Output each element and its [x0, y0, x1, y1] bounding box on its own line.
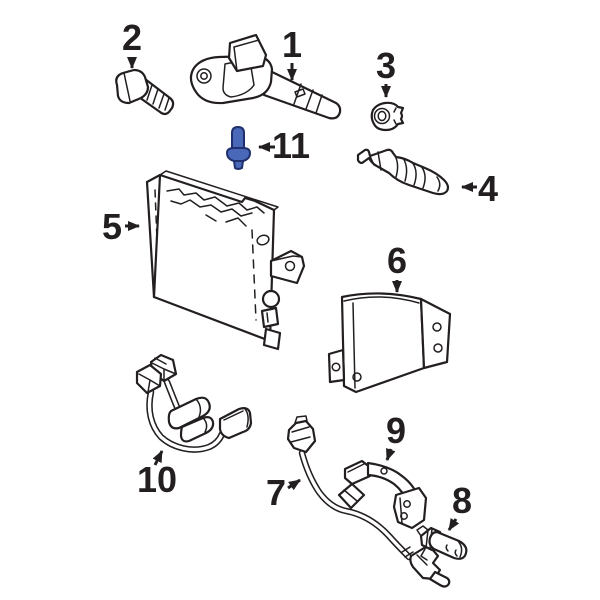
callout-6-label: 6 [387, 240, 407, 281]
callout-5-label: 5 [102, 206, 122, 247]
callout-10-label: 10 [137, 459, 177, 500]
callout-6[interactable]: 6 [387, 240, 407, 293]
part-9-bracket-strap[interactable] [343, 459, 428, 530]
callout-8[interactable]: 8 [447, 480, 472, 531]
callout-8-arrow [447, 518, 460, 531]
callout-5[interactable]: 5 [102, 206, 140, 247]
callout-7-arrow [287, 478, 301, 491]
callout-9[interactable]: 9 [385, 410, 406, 461]
part-7-sensor-wire[interactable] [286, 415, 451, 588]
callout-2[interactable]: 2 [122, 17, 142, 69]
callout-7-label: 7 [266, 472, 286, 513]
part-1-ignition-coil[interactable] [189, 33, 342, 120]
callout-1[interactable]: 1 [282, 24, 302, 81]
callout-9-label: 9 [386, 410, 406, 451]
callout-11-label: 11 [272, 125, 310, 166]
callout-11[interactable]: 11 [258, 125, 310, 166]
callout-10[interactable]: 10 [137, 450, 177, 500]
callout-3-label: 3 [376, 45, 396, 86]
callout-8-label: 8 [452, 480, 472, 521]
part-6-bracket[interactable] [327, 292, 452, 394]
part-5-control-module[interactable] [145, 170, 306, 351]
callout-2-label: 2 [122, 17, 142, 58]
callout-1-label: 1 [282, 24, 302, 65]
callout-9-arrow [385, 447, 396, 461]
part-2-bolt[interactable] [115, 68, 175, 116]
callout-3[interactable]: 3 [376, 45, 396, 98]
part-11-highlighted-bolt[interactable] [226, 126, 251, 170]
part-4-spark-plug[interactable] [356, 148, 450, 196]
callout-10-arrow [152, 450, 164, 466]
part-8-sensor[interactable] [416, 525, 468, 561]
part-3-grommet[interactable] [370, 101, 405, 132]
callout-4[interactable]: 4 [461, 168, 498, 209]
callout-4-label: 4 [478, 168, 498, 209]
part-10-wire-harness[interactable] [135, 353, 253, 453]
callout-7[interactable]: 7 [266, 472, 301, 513]
